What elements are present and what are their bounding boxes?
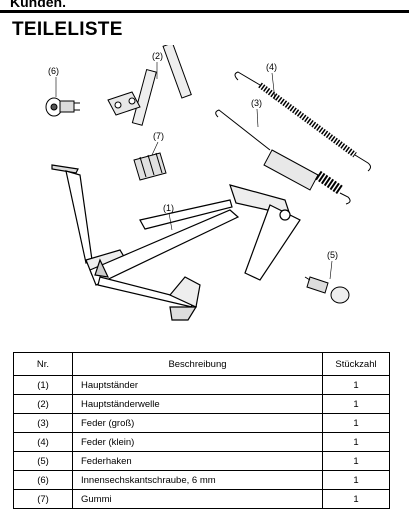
row-nr: (4) <box>13 432 73 452</box>
row-nr: (6) <box>13 470 73 490</box>
row-quantity: 1 <box>322 413 390 433</box>
callout-7: (7) <box>153 131 164 141</box>
hex-bolt-drawing <box>45 97 80 117</box>
row-nr: (1) <box>13 375 73 395</box>
spring-hook-drawing <box>304 276 350 304</box>
row-description: Hauptständerwelle <box>72 394 323 414</box>
header-quantity: Stückzahl <box>322 352 390 376</box>
header-rule <box>0 10 409 13</box>
table-row: (4) Feder (klein) 1 <box>13 432 390 452</box>
row-description: Feder (klein) <box>72 432 323 452</box>
previous-page-text: Kunden. <box>10 0 66 10</box>
callout-3: (3) <box>251 98 262 108</box>
callout-6: (6) <box>48 66 59 76</box>
table-row: (1) Hauptständer 1 <box>13 375 390 395</box>
table-row: (2) Hauptständerwelle 1 <box>13 394 390 414</box>
callout-1: (1) <box>163 203 174 213</box>
row-description: Feder (groß) <box>72 413 323 433</box>
table-row: (5) Federhaken 1 <box>13 451 390 471</box>
callout-4: (4) <box>266 62 277 72</box>
header-nr: Nr. <box>13 352 73 376</box>
table-row: (7) Gummi 1 <box>13 489 390 509</box>
row-nr: (3) <box>13 413 73 433</box>
callout-5: (5) <box>327 250 338 260</box>
callout-2: (2) <box>152 51 163 61</box>
row-quantity: 1 <box>322 394 390 414</box>
page-title: TEILELISTE <box>12 19 123 40</box>
big-spring-drawing <box>215 109 351 205</box>
header-description: Beschreibung <box>72 352 323 376</box>
main-stand-drawing <box>51 164 301 321</box>
row-nr: (2) <box>13 394 73 414</box>
row-quantity: 1 <box>322 451 390 471</box>
row-nr: (5) <box>13 451 73 471</box>
shaft-drawing <box>107 45 192 126</box>
row-quantity: 1 <box>322 489 390 509</box>
parts-illustration: (6) (2) (4) (3) (7) (1) (5) <box>0 45 409 340</box>
row-quantity: 1 <box>322 432 390 452</box>
row-quantity: 1 <box>322 470 390 490</box>
row-description: Gummi <box>72 489 323 509</box>
row-description: Hauptständer <box>72 375 323 395</box>
row-nr: (7) <box>13 489 73 509</box>
rubber-drawing <box>133 152 167 181</box>
table-row: (3) Feder (groß) 1 <box>13 413 390 433</box>
parts-drawing: (6) (2) (4) (3) (7) (1) (5) <box>45 45 371 321</box>
table-row: (6) Innensechskantschraube, 6 mm 1 <box>13 470 390 490</box>
row-quantity: 1 <box>322 375 390 395</box>
small-spring-drawing <box>234 71 371 172</box>
table-header-row: Nr. Beschreibung Stückzahl <box>13 352 390 376</box>
row-description: Federhaken <box>72 451 323 471</box>
parts-table: Nr. Beschreibung Stückzahl (1) Hauptstän… <box>13 352 390 509</box>
row-description: Innensechskantschraube, 6 mm <box>72 470 323 490</box>
